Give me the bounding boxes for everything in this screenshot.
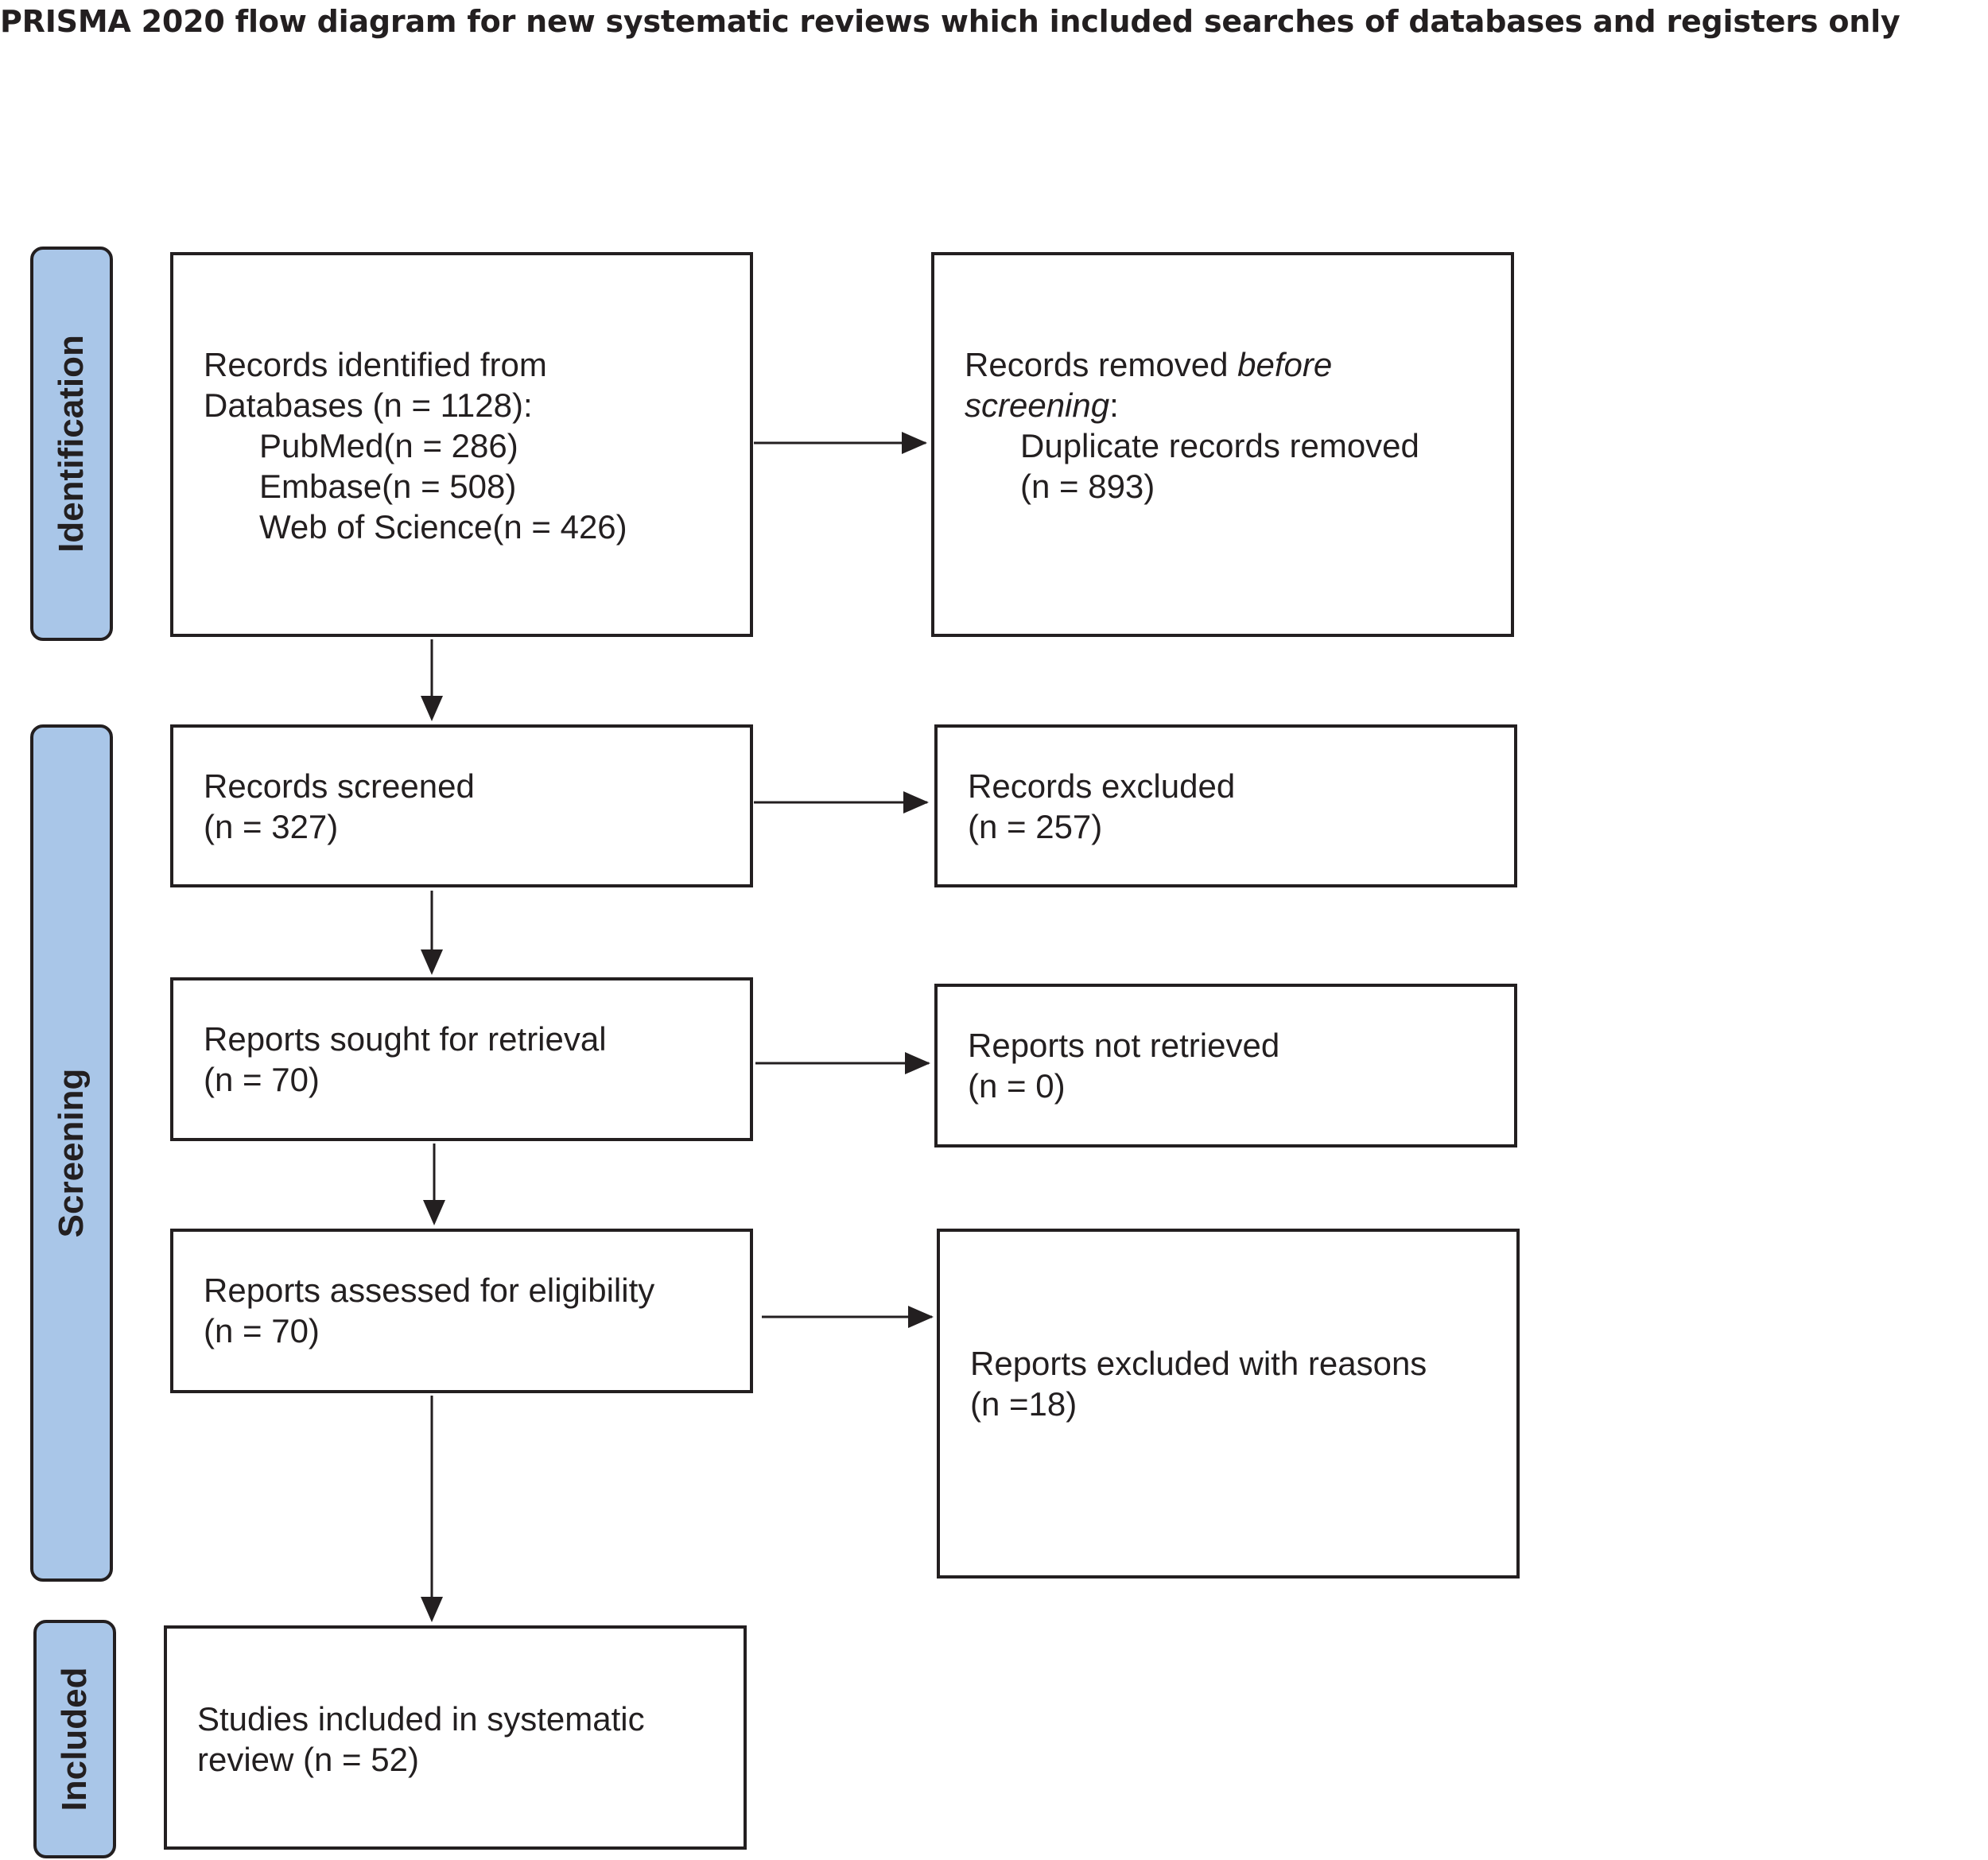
records-removed-line4: (n = 893) [1020, 468, 1155, 505]
records-removed-line2: screening: [965, 385, 1495, 425]
records-removed-box: Records removed before screening: Duplic… [931, 252, 1514, 637]
phase-screening: Screening [30, 724, 113, 1582]
arrowhead-screened-to-sought [421, 949, 443, 975]
arrowhead-sought-to-not-retrieved [905, 1052, 930, 1074]
records-identified-line2: Databases (n = 1128): [204, 386, 533, 424]
reports-not-retrieved-line1: Reports not retrieved [968, 1027, 1280, 1064]
studies-included-line1: Studies included in systematic [197, 1700, 645, 1738]
reports-assessed-box: Reports assessed for eligibility (n = 70… [170, 1229, 753, 1393]
studies-included-line2: review (n = 52) [197, 1741, 419, 1778]
records-removed-line3: Duplicate records removed [1020, 427, 1419, 464]
records-excluded-line2: (n = 257) [968, 808, 1103, 845]
arrowhead-sought-to-assessed [423, 1200, 445, 1225]
studies-included-box: Studies included in systematic review (n… [164, 1625, 747, 1850]
reports-sought-line1: Reports sought for retrieval [204, 1020, 607, 1058]
reports-excluded-box: Reports excluded with reasons (n =18) [937, 1229, 1520, 1578]
records-screened-line1: Records screened [204, 767, 475, 805]
arrowhead-assessed-to-excluded [908, 1306, 934, 1328]
arrowhead-identified-to-screened [421, 696, 443, 721]
records-removed-line1-text: Records removed [965, 346, 1238, 383]
reports-sought-box: Reports sought for retrieval (n = 70) [170, 977, 753, 1141]
records-removed-line2-text: : [1109, 386, 1119, 424]
records-identified-box: Records identified from Databases (n = 1… [170, 252, 753, 637]
records-excluded-box: Records excluded (n = 257) [934, 724, 1517, 887]
diagram-title: PRISMA 2020 flow diagram for new systema… [0, 4, 1901, 39]
records-excluded-line1: Records excluded [968, 767, 1236, 805]
reports-excluded-line1: Reports excluded with reasons [970, 1345, 1427, 1382]
arrowhead-assessed-to-included [421, 1597, 443, 1622]
records-identified-line1: Records identified from [204, 346, 547, 383]
source-pubmed: PubMed(n = 286) [259, 427, 518, 464]
reports-assessed-line2: (n = 70) [204, 1312, 320, 1349]
records-screened-box: Records screened (n = 327) [170, 724, 753, 887]
arrowhead-identified-to-removed [902, 432, 927, 454]
source-web-of-science: Web of Science(n = 426) [259, 508, 627, 546]
reports-not-retrieved-line2: (n = 0) [968, 1067, 1066, 1105]
reports-excluded-line2: (n =18) [970, 1385, 1077, 1423]
records-removed-line1: Records removed before [965, 344, 1495, 385]
records-removed-line2-emphasis: screening [965, 386, 1110, 424]
reports-sought-line2: (n = 70) [204, 1061, 320, 1098]
reports-assessed-line1: Reports assessed for eligibility [204, 1272, 655, 1309]
source-embase: Embase(n = 508) [259, 468, 517, 505]
reports-not-retrieved-box: Reports not retrieved (n = 0) [934, 984, 1517, 1147]
phase-included: Included [33, 1620, 116, 1858]
records-screened-line2: (n = 327) [204, 808, 339, 845]
records-removed-line1-emphasis: before [1237, 346, 1333, 383]
phase-identification: Identification [30, 247, 113, 641]
arrowhead-screened-to-excluded [903, 791, 929, 814]
